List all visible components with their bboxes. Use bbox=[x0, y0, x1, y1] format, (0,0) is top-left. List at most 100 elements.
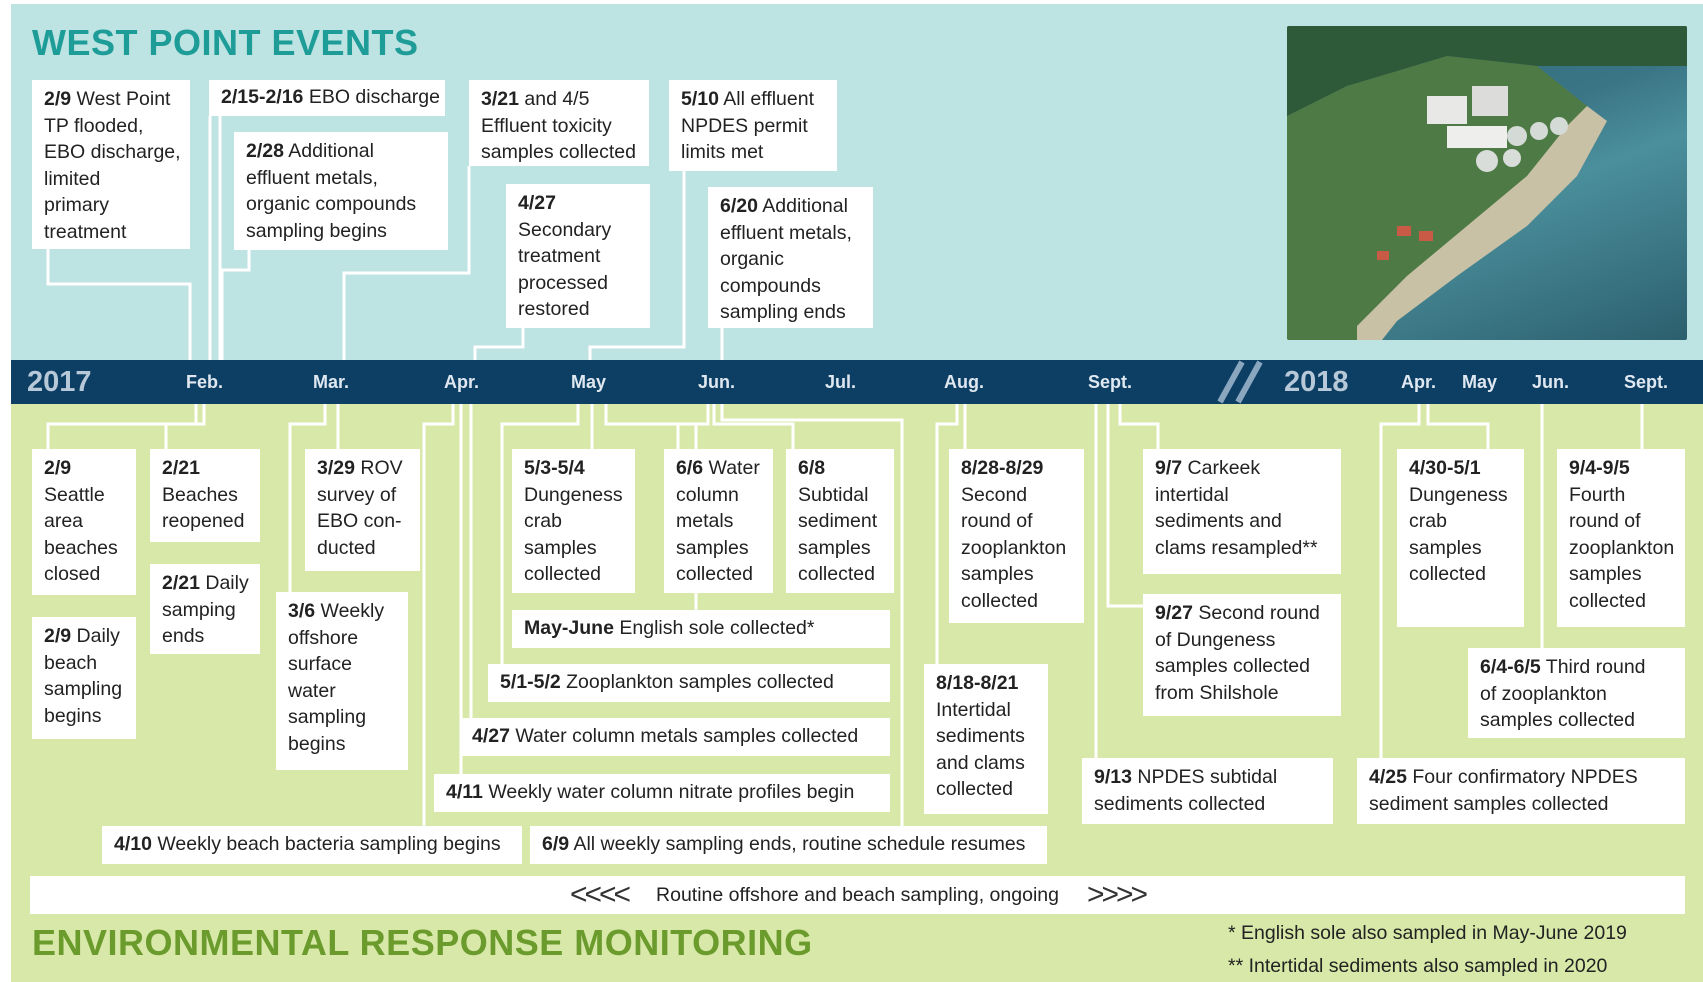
event-box-top: 4/27 Secondary treatment processed resto… bbox=[506, 184, 650, 328]
month-sept-2017: Sept. bbox=[1088, 372, 1133, 392]
timeline-axis bbox=[11, 360, 1703, 404]
event-date: 6/8 bbox=[798, 457, 826, 479]
event-box-top: 6/20 Additional effluent metals, organic… bbox=[708, 187, 873, 328]
event-text: Daily beach sampling begins bbox=[44, 625, 123, 727]
event-date: 9/13 bbox=[1094, 766, 1132, 788]
ongoing-sampling-text: Routine offshore and beach sampling, ong… bbox=[656, 883, 1059, 906]
event-text: Beaches reopened bbox=[162, 483, 245, 533]
event-box-bottom: 2/21 Beaches reopened bbox=[150, 449, 260, 542]
month-sept-2018: Sept. bbox=[1624, 372, 1669, 392]
event-date: 4/10 bbox=[114, 833, 152, 855]
west-point-title: WEST POINT EVENTS bbox=[32, 22, 419, 63]
event-date: 8/28-8/29 bbox=[961, 457, 1044, 479]
event-date: 3/29 bbox=[317, 457, 355, 479]
event-text: Dungeness crab samples collected bbox=[1409, 483, 1508, 585]
event-box-bottom: 4/10 Weekly beach bacteria sampling begi… bbox=[102, 826, 522, 864]
chevrons-right-icon: >>>> bbox=[1086, 878, 1148, 911]
event-box-bottom: 3/29 ROV survey of EBO con- ducted bbox=[305, 449, 420, 571]
event-box-bottom: 9/27 Second round of Dungeness samples c… bbox=[1143, 594, 1341, 716]
event-date: 8/18-8/21 bbox=[936, 672, 1019, 694]
year-2017-label: 2017 bbox=[27, 366, 92, 398]
event-text: Second round of zooplankton samples coll… bbox=[961, 483, 1067, 612]
event-text: Second round of Dungeness samples collec… bbox=[1155, 602, 1320, 704]
event-box-bottom: 8/28-8/29 Second round of zooplankton sa… bbox=[949, 449, 1084, 623]
event-date: 5/10 bbox=[681, 88, 719, 110]
event-text: Additional effluent metals, organic comp… bbox=[246, 140, 417, 242]
event-date: 5/1-5/2 bbox=[500, 671, 561, 693]
event-box-bottom: 8/18-8/21 Intertidal sediments and clams… bbox=[924, 664, 1048, 814]
event-box-bottom: 6/8 Subtidal sediment samples collected bbox=[786, 449, 894, 593]
event-date: 6/20 bbox=[720, 195, 758, 217]
event-text: Seattle area beaches closed bbox=[44, 483, 118, 585]
event-box-bottom: 9/4-9/5 Fourth round of zooplankton samp… bbox=[1557, 449, 1685, 627]
event-box-top: 5/10 All effluent NPDES permit limits me… bbox=[669, 80, 837, 171]
event-date: 6/4-6/5 bbox=[1480, 656, 1541, 678]
month-aug-2017: Aug. bbox=[944, 372, 984, 392]
event-box-bottom: 2/9 Daily beach sampling begins bbox=[32, 617, 136, 739]
event-text: Weekly water column nitrate profiles beg… bbox=[488, 781, 855, 803]
footnote: ** Intertidal sediments also sampled in … bbox=[1228, 955, 1608, 977]
event-text: Carkeek intertidal sediments and clams r… bbox=[1155, 457, 1318, 559]
event-box-bottom: 5/1-5/2 Zooplankton samples collected bbox=[488, 664, 890, 702]
event-text: Water column metals samples collected bbox=[676, 457, 760, 585]
month-apr-2018: Apr. bbox=[1401, 372, 1437, 392]
event-box-bottom: 9/7 Carkeek intertidal sediments and cla… bbox=[1143, 449, 1341, 574]
event-box-bottom: 9/13 NPDES subtidal sediments collected bbox=[1082, 758, 1333, 824]
event-date: 2/21 bbox=[162, 457, 200, 479]
event-date: 2/15-2/16 bbox=[221, 86, 304, 108]
event-date: 6/6 bbox=[676, 457, 704, 479]
event-box-top: 2/28 Additional effluent metals, organic… bbox=[234, 132, 448, 250]
environmental-title: ENVIRONMENTAL RESPONSE MONITORING bbox=[32, 922, 813, 963]
event-date: 9/27 bbox=[1155, 602, 1193, 624]
event-date: 4/11 bbox=[446, 781, 483, 803]
chevrons-left-icon: <<<< bbox=[569, 878, 631, 911]
event-text: Secondary treatment processed restored bbox=[518, 218, 612, 320]
event-box-bottom: 4/11 Weekly water column nitrate profile… bbox=[434, 774, 890, 812]
event-date: 5/3-5/4 bbox=[524, 457, 585, 479]
month-jul-2017: Jul. bbox=[825, 372, 857, 392]
month-apr-2017: Apr. bbox=[444, 372, 480, 392]
month-may-2017: May bbox=[571, 372, 607, 392]
event-date: 4/25 bbox=[1369, 766, 1407, 788]
event-date: 3/6 bbox=[288, 600, 316, 622]
event-text: Third round of zooplankton samples colle… bbox=[1480, 656, 1646, 731]
event-box-top: 2/9 West Point TP flooded, EBO discharge… bbox=[32, 80, 190, 249]
event-text: Fourth round of zooplankton samples coll… bbox=[1569, 483, 1675, 612]
month-jun-2017: Jun. bbox=[698, 372, 736, 392]
event-text: All effluent NPDES permit limits met bbox=[681, 88, 814, 163]
event-box-bottom: 4/27 Water column metals samples collect… bbox=[460, 718, 890, 756]
year-2018-label: 2018 bbox=[1284, 366, 1349, 398]
event-date: 9/7 bbox=[1155, 457, 1183, 479]
event-date: 2/9 bbox=[44, 457, 72, 479]
event-text: and 4/5 Effluent toxicity samples collec… bbox=[481, 88, 636, 163]
event-box-bottom: 6/6 Water column metals samples collecte… bbox=[664, 449, 773, 593]
event-box-bottom: May-June English sole collected* bbox=[512, 610, 890, 648]
year-break-icon bbox=[1217, 360, 1263, 404]
event-date: 6/9 bbox=[542, 833, 570, 855]
event-text: Four confirmatory NPDES sediment samples… bbox=[1369, 766, 1638, 815]
event-text: Zooplankton samples collected bbox=[566, 671, 834, 693]
event-box-bottom: 2/21 Daily samping ends bbox=[150, 564, 260, 654]
event-box-bottom: 3/6 Weekly offshore surface water sampli… bbox=[276, 592, 408, 770]
event-text: EBO discharge bbox=[308, 86, 440, 108]
month-jun-2018: Jun. bbox=[1532, 372, 1570, 392]
event-date: 2/28 bbox=[246, 140, 284, 162]
event-box-bottom: 2/9 Seattle area beaches closed bbox=[32, 449, 136, 595]
event-text: Water column metals samples collected bbox=[515, 725, 859, 747]
ongoing-sampling-bar: <<<< Routine offshore and beach sampling… bbox=[30, 876, 1685, 914]
event-text: Daily samping ends bbox=[162, 572, 249, 647]
event-date: 2/9 bbox=[44, 625, 72, 647]
event-text: All weekly sampling ends, routine schedu… bbox=[573, 833, 1026, 855]
month-may-2018: May bbox=[1462, 372, 1498, 392]
event-text: Weekly offshore surface water sampling b… bbox=[288, 600, 385, 755]
event-text: Intertidal sediments and clams collected bbox=[936, 698, 1025, 800]
month-feb-2017: Feb. bbox=[186, 372, 224, 392]
event-box-top: 2/15-2/16 EBO discharge bbox=[209, 80, 445, 116]
event-date: 2/21 bbox=[162, 572, 200, 594]
event-text: English sole collected* bbox=[619, 617, 815, 639]
event-text: Dungeness crab samples collected bbox=[524, 483, 623, 585]
event-text: NPDES subtidal sediments collected bbox=[1094, 766, 1278, 815]
event-text: ROV survey of EBO con- ducted bbox=[317, 457, 403, 559]
aerial-photo-image bbox=[1287, 26, 1687, 340]
